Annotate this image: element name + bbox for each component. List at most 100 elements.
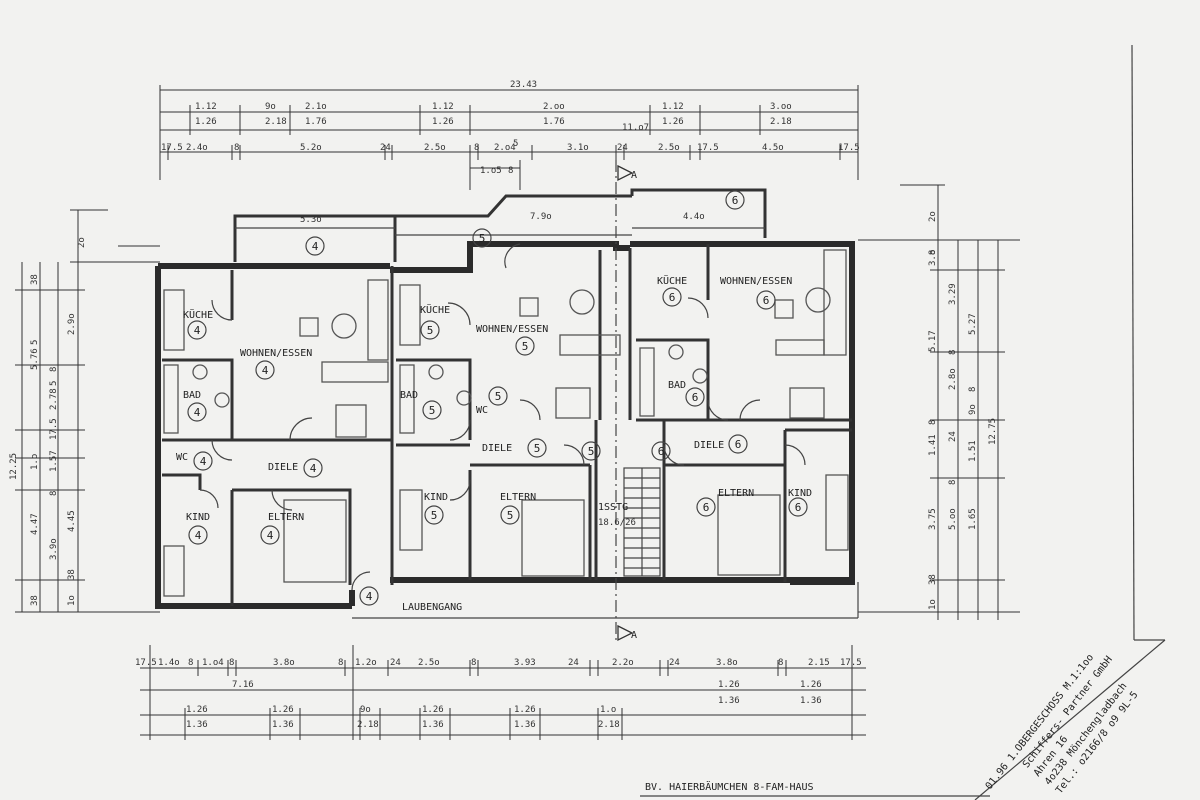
room-wohnen-5: WOHNEN/ESSEN [476,324,548,335]
bottom-dimensions: 17.5 1.4o 8 1.o4 8 3.8o 8 1.2o 24 2.5o 8… [135,645,866,740]
dim-b1-14: 24 [669,658,680,668]
dim-b1-8: 24 [390,658,401,668]
dim-b3-1: 1.36 [272,720,294,730]
dim-t2-10: 24 [617,143,628,153]
dim-l-9: 1.o [30,454,40,470]
room-wc-5: WC [476,405,488,416]
dim-t1-4: 2.oo [543,102,565,112]
dim-b1-17: 2.15 [808,658,830,668]
dim-b1-11: 3.93 [514,658,536,668]
dim-t1-6: 3.oo [770,102,792,112]
project-title: BV. HAIERBÄUMCHEN 8-FAM-HAUS [640,780,990,797]
unit-markers: 4 5 6 4 4 4 4 4 4 4 4 5 5 5 5 5 5 5 5 6 … [187,190,808,606]
svg-text:6: 6 [735,438,742,451]
svg-text:4: 4 [200,455,207,468]
dim-br-b1: 1.36 [800,696,822,706]
dim-t1b-3: 1.26 [432,117,454,127]
dim-l-17: 1o [67,595,77,606]
unit-marker: 4 [359,586,379,606]
dim-t1-5: 1.12 [662,102,684,112]
dim-l-8: 17.5 [49,418,59,440]
room-diele-5: DIELE [482,443,512,454]
dim-r-15: 12.75 [988,418,998,445]
room-diele-4: DIELE [268,462,298,473]
dim-r-2: o [928,250,938,255]
dim-t1b-6: 2.18 [770,117,792,127]
dim-r-13: 1.51 [968,440,978,462]
laubengang-area: LAUBENGANG [352,582,859,619]
unit-marker: 6 [756,290,776,310]
dim-l-11: 8 [49,491,59,496]
dim-br-a0: 1.26 [718,680,740,690]
dim-overall: 23.43 [510,80,537,90]
svg-text:6: 6 [703,501,710,514]
dim-t1-0: 1.12 [195,102,217,112]
dim-r-8: 8 [968,387,978,392]
dim-t1-1: 9o [265,102,276,112]
doors [199,243,806,591]
unit-marker: 4 [193,451,213,471]
dim-bay: 1.o5 [480,166,502,176]
dim-r-1: 3.8 [928,250,938,266]
svg-text:5: 5 [431,509,438,522]
dim-b3-4: 1.36 [514,720,536,730]
dim-b2-1: 1.26 [272,705,294,715]
svg-text:6: 6 [658,445,665,458]
svg-text:6: 6 [669,291,676,304]
dim-t1-2: 2.1o [305,102,327,112]
furniture [163,249,849,597]
room-kueche-6: KÜCHE [657,274,687,287]
unit-marker: 5 [581,441,601,461]
dim-t2-3: 5.2o [300,143,322,153]
dim-l-6: 2.78 [49,388,59,410]
dim-l-3: 5.76 [30,348,40,370]
dim-r-20: 1o [928,599,938,610]
dim-b3-5: 2.18 [598,720,620,730]
svg-text:5: 5 [429,404,436,417]
dim-r-12: 24 [948,431,958,442]
dim-r-7: 2.8o [948,368,958,390]
dim-br-a1: 1.26 [800,680,822,690]
outer-walls [155,241,855,609]
room-eltern-4: ELTERN [268,512,304,523]
dim-l-18: 38 [30,595,40,606]
dim-t2-13: 4.5o [762,143,784,153]
unit-marker: 6 [685,387,705,407]
dim-balcony-6: 4.4o [683,212,705,222]
dim-b3-2: 2.18 [357,720,379,730]
dim-l-0: 2o [77,237,87,248]
dim-t1b-1: 2.18 [265,117,287,127]
unit-marker: 5 [424,505,444,525]
room-kind-4: KIND [186,512,210,523]
dim-t2-5: 2.5o [424,143,446,153]
svg-text:6: 6 [795,501,802,514]
dim-r-6: 8 [948,350,958,355]
svg-text:4: 4 [195,529,202,542]
dim-b1-15: 3.8o [716,658,738,668]
svg-text:5: 5 [479,232,486,245]
dim-b1-10: 8 [471,658,476,668]
dim-l-15: 3.9o [49,538,59,560]
unit-marker: 4 [260,525,280,545]
svg-text:5: 5 [507,509,514,522]
svg-text:4: 4 [194,406,201,419]
dim-balcony-4: 5.3o [300,215,322,225]
dim-t2-8: 5 [513,139,518,149]
room-eltern-6: ELTERN [718,488,754,499]
dim-t2-9: 3.1o [567,143,589,153]
dim-t2-1: 2.4o [186,143,208,153]
unit-marker: 5 [422,400,442,420]
dim-b3-3: 1.36 [422,720,444,730]
dim-l-10: 1.57 [49,450,59,472]
unit-marker: 6 [662,287,682,307]
svg-text:4: 4 [194,324,201,337]
dim-b1-6: 8 [338,658,343,668]
dim-t2-2: 8 [234,143,239,153]
svg-text:5: 5 [495,390,502,403]
svg-text:4: 4 [310,462,317,475]
svg-text:4: 4 [366,590,373,603]
unit-marker: 4 [303,458,323,478]
dim-t2-7: 2.o4 [494,143,516,153]
room-kueche-4: KÜCHE [183,308,213,321]
